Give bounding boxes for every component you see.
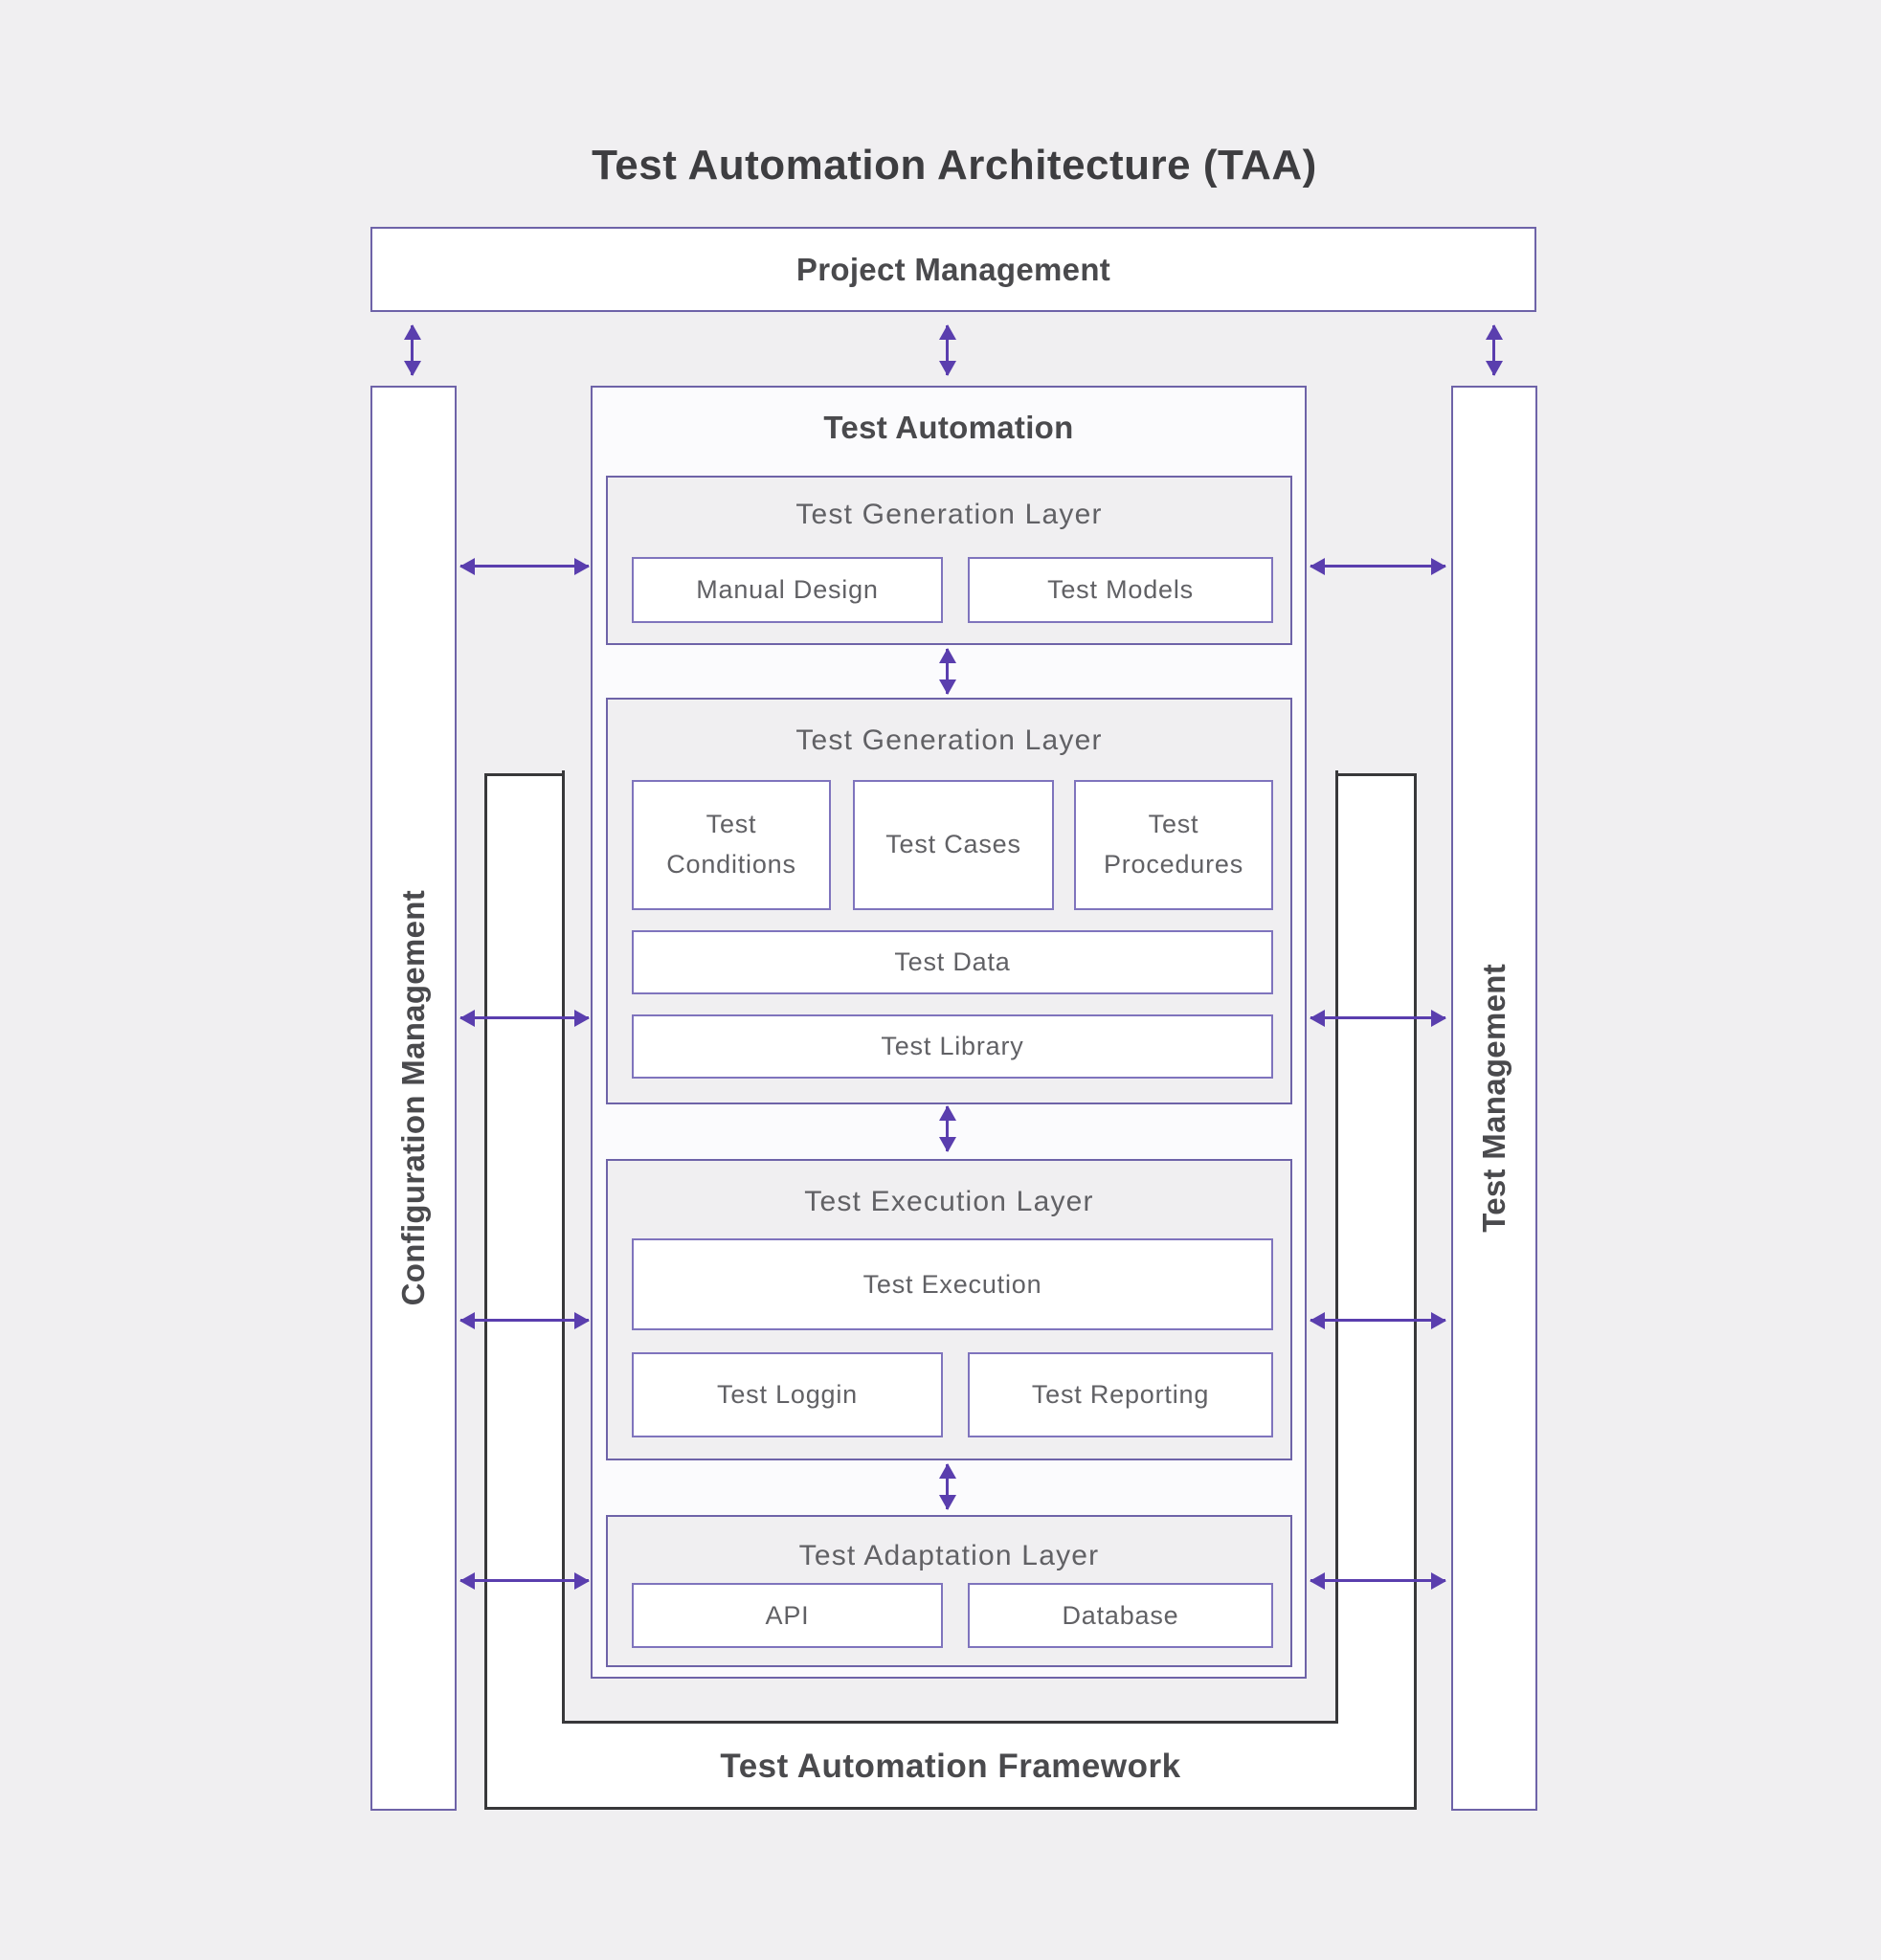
test-automation-framework-label: Test Automation Framework — [720, 1748, 1181, 1785]
test-data-label: Test Data — [894, 947, 1011, 976]
test-library-box: Test Library — [632, 1014, 1273, 1079]
double-arrow-vertical-icon — [411, 325, 414, 375]
manual-design-box: Manual Design — [632, 557, 943, 623]
test-automation-label: Test Automation — [823, 410, 1074, 445]
test-cases-label: Test Cases — [885, 830, 1021, 859]
test-cases-box: Test Cases — [853, 780, 1054, 910]
double-arrow-horizontal-icon — [1310, 1579, 1445, 1582]
api-label: API — [765, 1600, 810, 1630]
test-loggin-box: Test Loggin — [632, 1352, 943, 1437]
double-arrow-horizontal-icon — [460, 565, 589, 568]
project-management-box: Project Management — [370, 227, 1536, 312]
layer-title: Test Generation Layer — [795, 724, 1103, 756]
project-management-label: Project Management — [795, 251, 1111, 287]
test-conditions-box: Test Conditions — [632, 780, 831, 910]
api-box: API — [632, 1583, 943, 1648]
double-arrow-horizontal-icon — [460, 1579, 589, 1582]
layer-title: Test Execution Layer — [804, 1186, 1094, 1217]
test-procedures-box: Test Procedures — [1074, 780, 1273, 910]
double-arrow-horizontal-icon — [460, 1016, 589, 1019]
configuration-management-label: Configuration Management — [395, 890, 431, 1306]
test-models-label: Test Models — [1047, 575, 1194, 604]
test-loggin-label: Test Loggin — [717, 1380, 858, 1409]
test-reporting-label: Test Reporting — [1031, 1380, 1210, 1409]
configuration-management-bar: Configuration Management — [370, 386, 457, 1811]
layer-title: Test Adaptation Layer — [798, 1540, 1100, 1571]
test-conditions-label: Test Conditions — [666, 810, 796, 879]
database-label: Database — [1062, 1600, 1179, 1630]
double-arrow-vertical-icon — [946, 1106, 949, 1151]
test-execution-box: Test Execution — [632, 1238, 1273, 1330]
double-arrow-horizontal-icon — [1310, 565, 1445, 568]
test-models-box: Test Models — [968, 557, 1273, 623]
double-arrow-vertical-icon — [946, 1464, 949, 1509]
double-arrow-horizontal-icon — [1310, 1319, 1445, 1322]
manual-design-label: Manual Design — [696, 575, 879, 604]
double-arrow-horizontal-icon — [460, 1319, 589, 1322]
test-reporting-box: Test Reporting — [968, 1352, 1273, 1437]
test-library-label: Test Library — [881, 1032, 1024, 1060]
page-title: Test Automation Architecture (TAA) — [592, 142, 1317, 189]
double-arrow-vertical-icon — [946, 649, 949, 694]
double-arrow-vertical-icon — [946, 325, 949, 375]
double-arrow-horizontal-icon — [1310, 1016, 1445, 1019]
layer-title: Test Generation Layer — [795, 499, 1103, 530]
test-execution-label: Test Execution — [862, 1269, 1042, 1299]
database-box: Database — [968, 1583, 1273, 1648]
test-procedures-label: Test Procedures — [1103, 810, 1244, 879]
test-management-label: Test Management — [1476, 964, 1512, 1233]
test-data-box: Test Data — [632, 930, 1273, 994]
test-management-bar: Test Management — [1451, 386, 1537, 1811]
double-arrow-vertical-icon — [1492, 325, 1495, 375]
